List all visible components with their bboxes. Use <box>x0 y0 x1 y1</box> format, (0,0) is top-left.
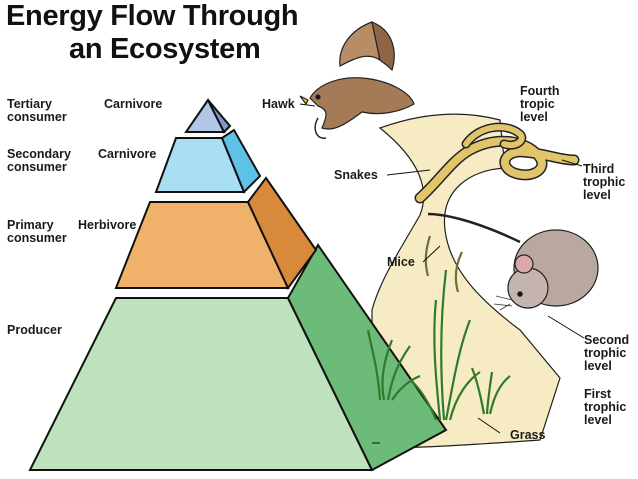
secondary-tier-side <box>220 128 262 194</box>
secondary-consumer-label: Secondary consumer <box>7 147 71 174</box>
snakes-label: Snakes <box>334 168 378 182</box>
tertiary-tier-side <box>207 99 232 134</box>
primary-tier-side <box>246 176 318 290</box>
second-trophic-level-label: Second trophic level <box>584 333 630 373</box>
hawk-label: Hawk <box>262 97 295 111</box>
tertiary-role-label: Carnivore <box>104 97 163 111</box>
grass-illustration <box>366 235 511 421</box>
grass-label: Grass <box>510 428 546 442</box>
hawk-illustration <box>299 21 415 139</box>
secondary-role-label: Carnivore <box>98 147 157 161</box>
title-line-1: Energy Flow Through <box>6 0 299 32</box>
mice-label: Mice <box>387 255 415 269</box>
primary-role-label: Herbivore <box>78 218 137 232</box>
snake-illustration <box>414 122 580 204</box>
tertiary-consumer-label: Tertiary consumer <box>7 97 67 124</box>
fourth-trophic-level-label: Fourth tropic level <box>520 84 560 124</box>
third-trophic-level-label: Third trophic level <box>583 162 626 202</box>
producer-tier-side <box>286 243 448 472</box>
title-line-2: an Ecosystem <box>69 33 261 65</box>
primary-consumer-label: Primary consumer <box>7 218 67 245</box>
leader-lines <box>299 103 585 444</box>
first-trophic-level-label: First trophic level <box>584 387 627 427</box>
mouse-illustration <box>427 212 599 311</box>
producer-label: Producer <box>7 323 62 337</box>
